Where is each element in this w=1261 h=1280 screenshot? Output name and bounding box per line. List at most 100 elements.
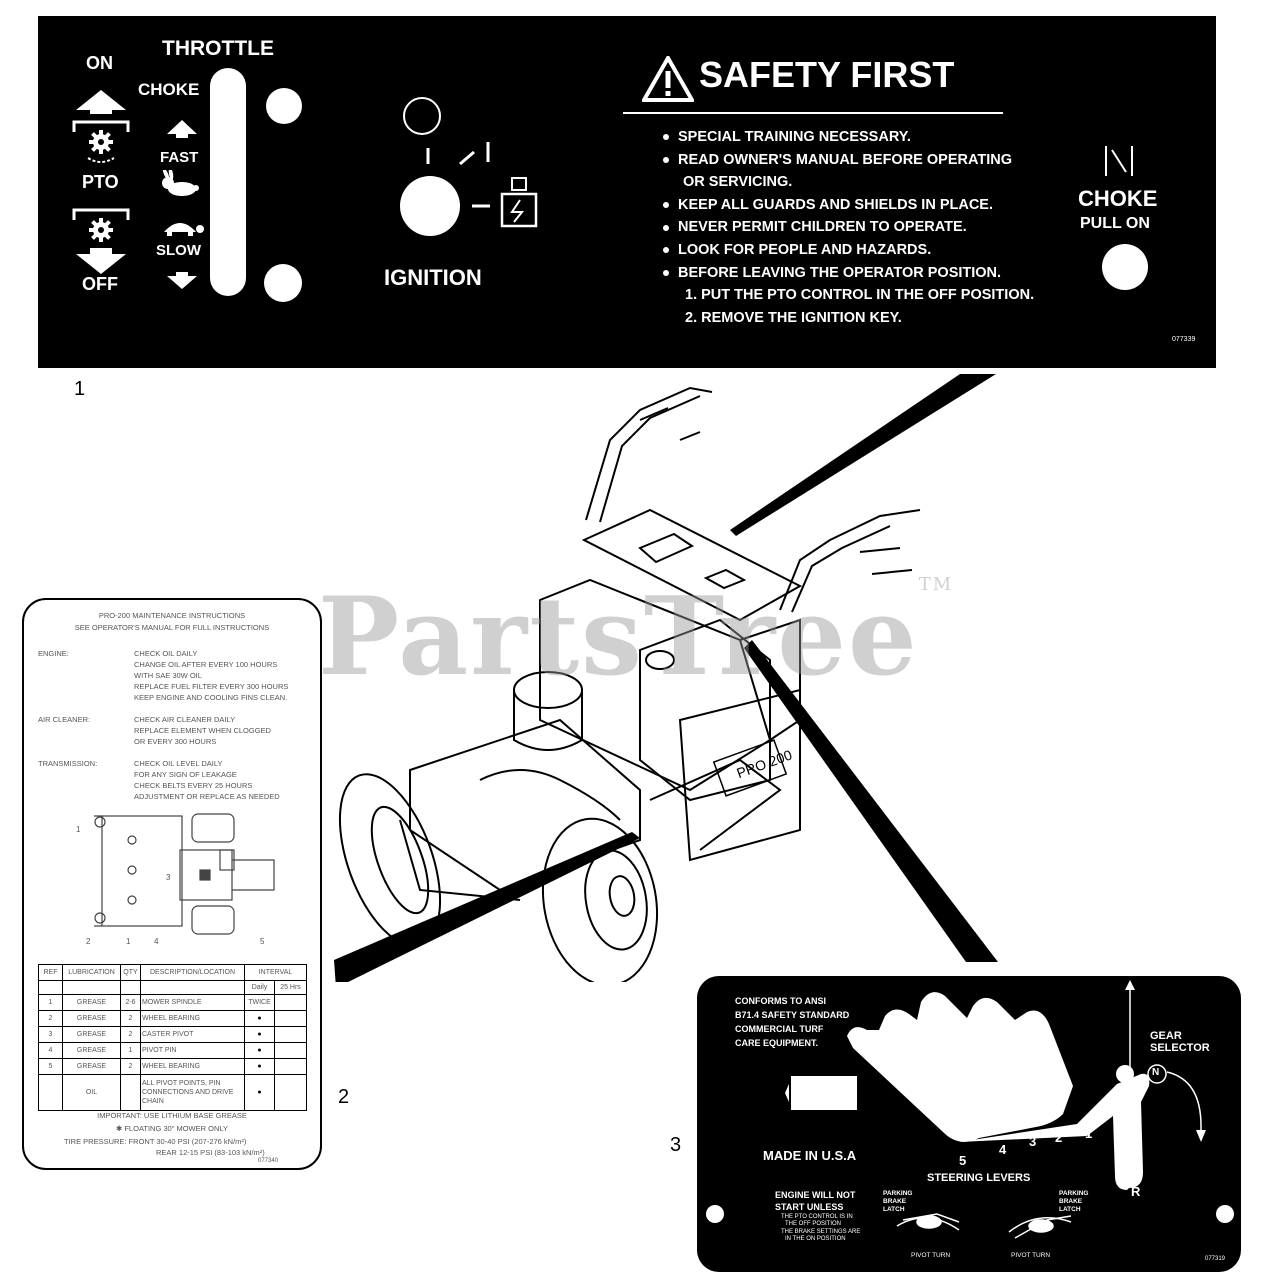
lubrication-table: REF LUBRICATION QTY DESCRIPTION/LOCATION… [38, 964, 307, 1111]
pto-off-label: OFF [82, 274, 118, 294]
gear-forward-arrow-icon [1125, 980, 1135, 990]
safety-instructions-list: SPECIAL TRAINING NECESSARY. READ OWNER'S… [663, 126, 1034, 329]
ignition-off-position-icon [403, 97, 441, 135]
table-row: 5 GREASE 2 WHEEL BEARING ● [38, 1058, 307, 1075]
safety-item: OR SERVICING. [683, 174, 793, 191]
mower-illustration: PRO 200 [334, 374, 998, 982]
pto-icons [72, 90, 130, 163]
conforms-line: CARE EQUIPMENT. [735, 1038, 819, 1048]
section-line: OR EVERY 300 HOURS [134, 737, 217, 746]
gear-number: 2 [1055, 1130, 1063, 1145]
ignition-switch-diagram [400, 97, 538, 236]
table-subheader: 25 Hrs [274, 980, 307, 995]
safety-item: KEEP ALL GUARDS AND SHIELDS IN PLACE. [663, 194, 1034, 217]
safety-item: NEVER PERMIT CHILDREN TO OPERATE. [663, 216, 1034, 239]
safety-item: READ OWNER'S MANUAL BEFORE OPERATING [663, 149, 1034, 172]
footer-line: ✱ FLOATING 30" MOWER ONLY [115, 1124, 229, 1133]
safety-item: SPECIAL TRAINING NECESSARY. [663, 126, 1034, 149]
pto-gear-on-icon [89, 130, 113, 154]
fast-label: FAST [160, 149, 199, 166]
parking-brake-label: LATCH [883, 1206, 905, 1213]
table-header: INTERVAL [244, 964, 307, 981]
throttle-mount-hole-bottom [264, 264, 302, 302]
warning-triangle-icon [642, 56, 694, 102]
engine-condition-line: THE OFF POSITION [785, 1221, 842, 1227]
table-header: LUBRICATION [62, 964, 121, 981]
table-header: DESCRIPTION/LOCATION [140, 964, 245, 981]
section-line: KEEP ENGINE AND COOLING FINS CLEAN. [134, 693, 288, 702]
section-line: CHANGE OIL AFTER EVERY 100 HOURS [134, 660, 278, 669]
gear-gate-diagram [706, 980, 1234, 1239]
section-line: CHECK BELTS EVERY 25 HOURS [134, 781, 253, 790]
throttle-label: THROTTLE [162, 37, 274, 60]
pivot-turn-label: PIVOT TURN [1011, 1252, 1051, 1259]
engine-condition-line: IN THE ON POSITION [785, 1236, 846, 1242]
diagram-label: 2 [86, 937, 91, 946]
gear-knob [1116, 1065, 1134, 1083]
pto-off-arrow-icon [76, 248, 126, 274]
choke-down-arrow-icon [167, 272, 197, 289]
choke-symbol-icon [1105, 146, 1133, 176]
gear-selector-label: SELECTOR [1150, 1042, 1210, 1054]
steering-levers-label: STEERING LEVERS [927, 1172, 1031, 1184]
decal2-part-number: 077340 [258, 1158, 279, 1164]
pivot-turn-label: PIVOT TURN [911, 1252, 951, 1259]
callout-2: 2 [338, 1086, 350, 1108]
section-engine-name: ENGINE: [38, 649, 69, 658]
pointer-to-decal-1 [730, 374, 996, 536]
gear-selector-label: GEAR [1150, 1030, 1182, 1042]
table-subheader: Daily [244, 980, 275, 995]
pto-on-label: ON [86, 53, 113, 73]
safety-subitem: 1. PUT THE PTO CONTROL IN THE OFF POSITI… [685, 287, 1035, 304]
diagram-label: 5 [260, 937, 265, 946]
safety-first-title: SAFETY FIRST [699, 54, 955, 95]
pto-label: PTO [82, 172, 119, 192]
serial-plate [791, 1076, 857, 1110]
section-line: CHECK OIL DAILY [134, 649, 198, 658]
table-header: REF [38, 964, 63, 981]
section-transmission-name: TRANSMISSION: [38, 759, 98, 768]
neutral-indicator [1147, 1064, 1167, 1084]
mount-hole-right [1216, 1205, 1234, 1223]
parking-brake-label: BRAKE [1059, 1198, 1083, 1205]
gear-selector-decal: CONFORMS TO ANSI B71.4 SAFETY STANDARD C… [697, 976, 1241, 1272]
table-row: 2 GREASE 2 WHEEL BEARING ● [38, 1010, 307, 1027]
throttle-mount-hole-top [266, 88, 302, 124]
decal3-part-number: 077319 [1205, 1256, 1226, 1262]
maintenance-title: PRO-200 MAINTENANCE INSTRUCTIONS [98, 611, 246, 620]
section-line: CHECK OIL LEVEL DAILY [134, 759, 223, 768]
safety-item: LOOK FOR PEOPLE AND HAZARDS. [663, 239, 1034, 262]
gear-number: 4 [999, 1142, 1007, 1157]
parking-brake-label: LATCH [1059, 1206, 1081, 1213]
maintenance-subtitle: SEE OPERATOR'S MANUAL FOR FULL INSTRUCTI… [74, 623, 270, 632]
safety-item: BEFORE LEAVING THE OPERATOR POSITION. [663, 262, 1034, 285]
table-row: 4 GREASE 1 PIVOT PIN ● [38, 1042, 307, 1059]
engine-start-icon [500, 177, 538, 228]
section-line: CHECK AIR CLEANER DAILY [134, 715, 236, 724]
pull-on-label: PULL ON [1080, 215, 1150, 232]
choke-up-arrow-icon [167, 120, 197, 138]
parking-brake-right-sketch [1008, 1215, 1072, 1239]
choke-knob-hole [1102, 244, 1148, 290]
watermark: PartsTreeTM [318, 574, 954, 700]
diagram-label: 4 [154, 937, 159, 946]
diagram-label: 1 [126, 937, 131, 946]
steering-gate-slot [847, 992, 1073, 1142]
section-air-cleaner-name: AIR CLEANER: [38, 715, 91, 724]
table-row: 3 GREASE 2 CASTER PIVOT ● [38, 1026, 307, 1043]
table-header: QTY [120, 964, 141, 981]
footer-line: REAR 12-15 PSI (83-103 kN/m²) [156, 1148, 265, 1157]
pointer-to-decal-3 [744, 640, 998, 962]
pto-on-arrow-icon [76, 90, 126, 114]
table-row: 1 GREASE 2-6 MOWER SPINDLE TWICE [38, 994, 307, 1011]
section-line: WITH SAE 30W OIL [134, 671, 202, 680]
engine-condition-line: THE PTO CONTROL IS IN [781, 1214, 853, 1220]
gear-reverse-arrow-icon [1196, 1130, 1206, 1142]
footer-line: IMPORTANT: USE LITHIUM BASE GREASE [97, 1111, 247, 1120]
section-line: REPLACE ELEMENT WHEN CLOGGED [134, 726, 271, 735]
section-line: ADJUSTMENT OR REPLACE AS NEEDED [134, 792, 280, 801]
throttle-slot [210, 68, 246, 296]
gear-number: 5 [959, 1153, 967, 1168]
pto-off-icons [72, 208, 130, 274]
callout-3: 3 [670, 1134, 682, 1156]
